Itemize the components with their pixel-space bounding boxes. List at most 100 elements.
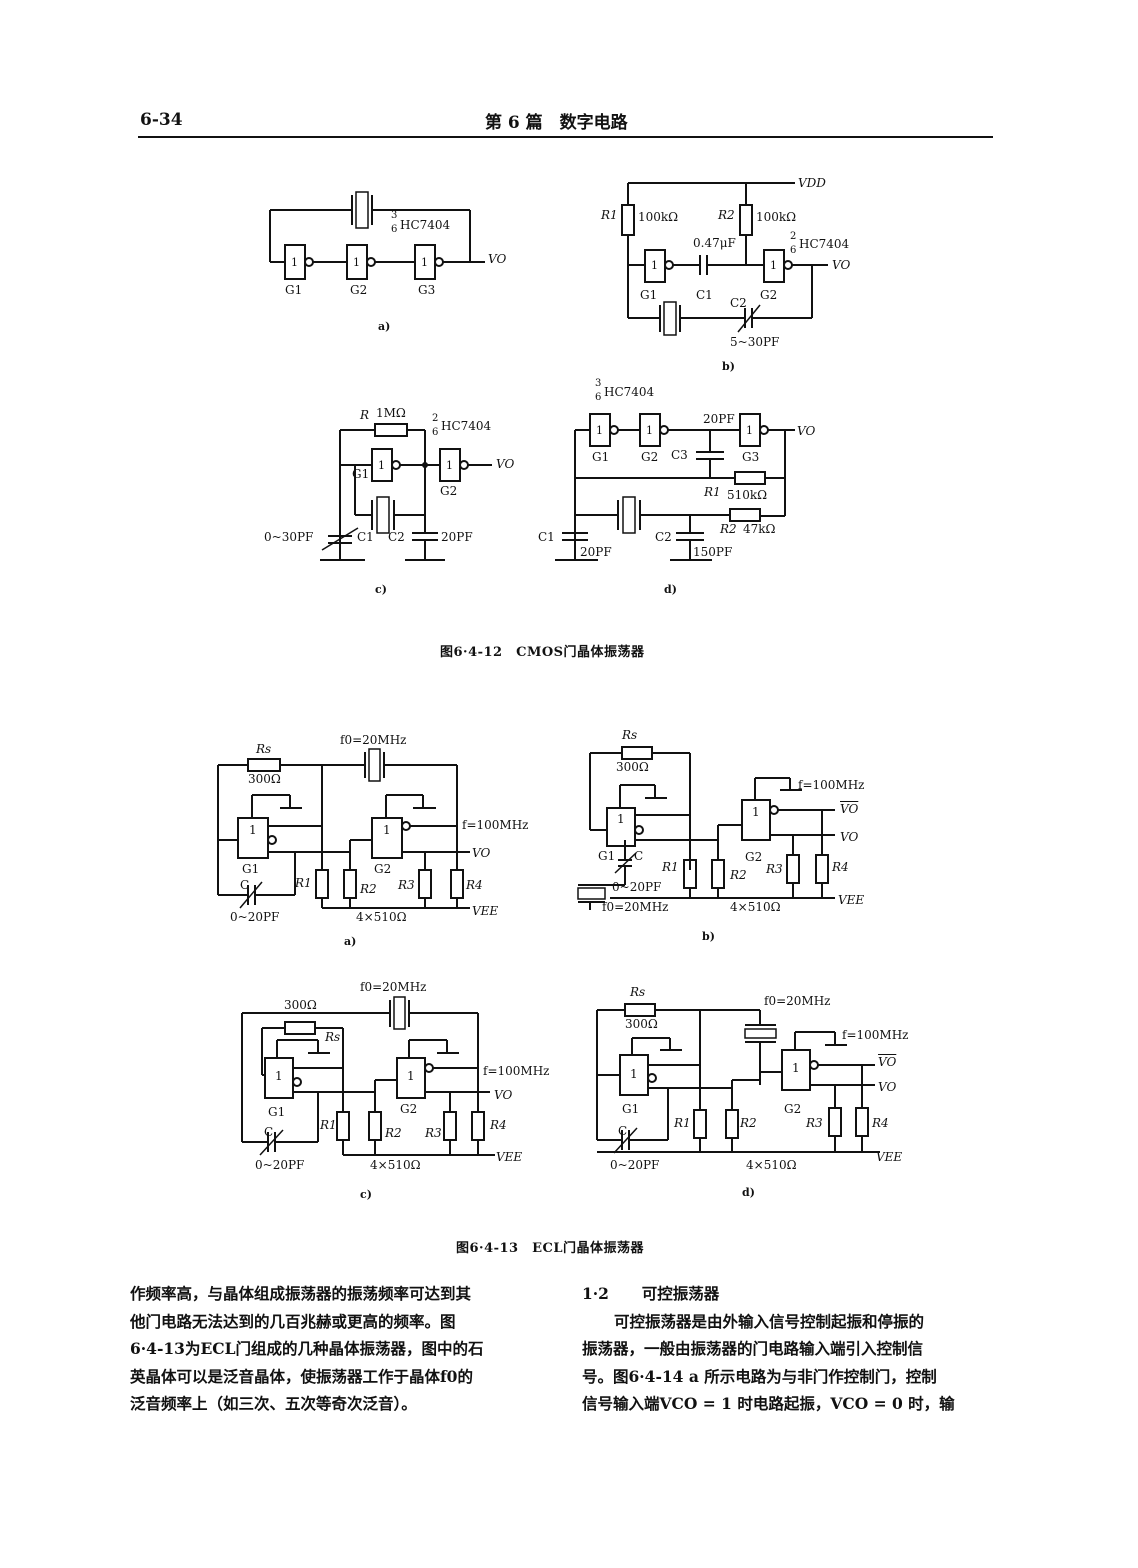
fig12d-r1-value: 510kΩ (727, 488, 768, 502)
fig13c-r4-label: R4 (490, 1118, 507, 1132)
text-left-line: 泛音频率上（如三次、五次等奇次泛音）。 (130, 1394, 417, 1413)
svg-text:1: 1 (421, 256, 428, 269)
text-left-line: 他门电路无法达到的几百兆赫或更高的频率。图 (130, 1311, 456, 1331)
fig13d-r1-label: R1 (674, 1116, 691, 1130)
fig13d-r3-label: R3 (806, 1116, 823, 1130)
fig13d-f: f=100MHz (842, 1028, 909, 1042)
svg-text:1: 1 (291, 256, 298, 269)
svg-text:1: 1 (596, 424, 603, 437)
fig12c-c1-value: 0~30PF (264, 530, 314, 544)
fig13a-g2-label: G2 (374, 862, 392, 876)
fig13d-rs-value: 300Ω (625, 1017, 658, 1031)
fig13b-c-label: C (634, 849, 644, 863)
fig13b-res-value: 4×510Ω (730, 900, 781, 914)
fig13a-circuit: 1 1 (217, 748, 470, 909)
fig13d-c-label: C (618, 1124, 628, 1138)
svg-text:1: 1 (249, 823, 257, 837)
fig13c-res-value: 4×510Ω (370, 1158, 421, 1172)
fig13c-c-label: C (264, 1125, 274, 1139)
fig12b-c1-value: 0.47μF (693, 236, 736, 250)
fig12d-r1-label: R1 (704, 485, 721, 499)
svg-text:1: 1 (617, 812, 625, 826)
fig13b-output-bar: VO (840, 802, 859, 816)
fig13b-r4-label: R4 (832, 860, 849, 874)
fig13c-f0: f0=20MHz (360, 980, 427, 994)
fig12d-c3-value: 20PF (703, 412, 735, 426)
fig13a-c-label: C (240, 878, 250, 892)
svg-text:1: 1 (770, 259, 777, 272)
svg-text:1: 1 (353, 256, 360, 269)
fig13d-circuit: 1 1 (596, 1003, 880, 1154)
fig13a-r1-label: R1 (295, 876, 312, 890)
fig13c-g1-label: G1 (268, 1105, 286, 1119)
fig13a-rs-label: Rs (256, 742, 272, 756)
fig13c-c-value: 0~20PF (255, 1158, 305, 1172)
text-right-line: 可控振荡器是由外输入信号控制起振和停振的 (614, 1311, 925, 1331)
fig13b-sublabel: b) (702, 930, 715, 943)
fig12d-chip: HC7404 (604, 385, 655, 399)
fig12d-g3-label: G3 (742, 450, 760, 464)
fig13b-vee: VEE (838, 893, 865, 907)
text-left-line: 英晶体可以是泛音晶体，使振荡器工作于晶体f0的 (130, 1366, 473, 1386)
fig12d-c1-value: 20PF (580, 545, 612, 559)
fig13c-r2-label: R2 (385, 1126, 402, 1140)
fig13a-res-value: 4×510Ω (356, 910, 407, 924)
fig12b-g2-label: G2 (760, 288, 778, 302)
fig12a-sublabel: a) (378, 320, 391, 333)
fig13c-circuit: 1 1 (241, 996, 495, 1156)
fig12a-fraction-num: 3 (391, 210, 398, 221)
fig12b-output: VO (832, 258, 851, 272)
fig12b-chip: HC7404 (799, 237, 850, 251)
text-left-line: 作频率高，与晶体组成振荡器的振荡频率可达到其 (130, 1284, 472, 1303)
fig13d-c-value: 0~20PF (610, 1158, 660, 1172)
svg-text:1: 1 (752, 805, 760, 819)
fig12d-c2-label: C2 (655, 530, 672, 544)
fig12d-g2-label: G2 (641, 450, 659, 464)
fig12d-c3-label: C3 (671, 448, 688, 462)
fig13b-r1-label: R1 (662, 860, 679, 874)
fig12c-r-label: R (360, 408, 370, 422)
fig12d-r2-value: 47kΩ (743, 522, 776, 536)
fig13c-g1 (264, 1057, 294, 1099)
fig12d-sublabel: d) (664, 583, 677, 596)
fig13b-c-value: 0~20PF (612, 880, 662, 894)
fig12c-fraction-num: 2 (432, 413, 439, 424)
fig13d-g1-label: G1 (622, 1102, 640, 1116)
fig13c-rs-value: 300Ω (284, 998, 317, 1012)
fig12b-fraction-den: 6 (790, 245, 797, 256)
fig13c-rs-label: Rs (325, 1030, 341, 1044)
fig12c-chip: HC7404 (441, 419, 492, 433)
text-left-line: 6·4-13为ECL门组成的几种晶体振荡器，图中的石 (130, 1339, 484, 1358)
fig12d-fraction-den: 6 (595, 392, 602, 403)
section-header: 第 6 篇 数字电路 (485, 113, 628, 133)
fig13b-r2-label: R2 (730, 868, 747, 882)
fig13c-sublabel: c) (360, 1188, 372, 1201)
fig12a-fraction-den: 6 (391, 224, 398, 235)
svg-text:1: 1 (792, 1061, 800, 1075)
fig13b-f0: f0=20MHz (602, 900, 669, 914)
fig12c-fraction-den: 6 (432, 427, 439, 438)
text-right-column: 1·2 可控振荡器 可控振荡器是由外输入信号控制起振和停振的 振荡器，一般由振荡… (582, 1280, 1012, 1418)
svg-text:1: 1 (746, 424, 753, 437)
fig13d-res-value: 4×510Ω (746, 1158, 797, 1172)
fig13d-g2-label: G2 (784, 1102, 802, 1116)
fig13b-r3-label: R3 (766, 862, 783, 876)
fig13c-r1-label: R1 (320, 1118, 337, 1132)
fig12d-circuit: 1 1 1 (555, 413, 795, 561)
fig12a-output: VO (488, 252, 507, 266)
fig13d-vee: VEE (876, 1150, 903, 1164)
fig12d-c2-value: 150PF (693, 545, 733, 559)
fig13a-r2-label: R2 (360, 882, 377, 896)
fig12b-r1-value: 100kΩ (638, 210, 679, 224)
fig12a-g2-label: G2 (350, 283, 368, 297)
svg-text:1: 1 (646, 424, 653, 437)
fig12a-chip: HC7404 (400, 218, 451, 232)
fig12c-r-value: 1MΩ (376, 406, 406, 420)
fig13b-rs-label: Rs (622, 728, 638, 742)
fig13a-f: f=100MHz (462, 818, 529, 832)
fig13a-f0: f0=20MHz (340, 733, 407, 747)
fig13a-sublabel: a) (344, 935, 357, 948)
fig12b-c2-label: C2 (730, 296, 747, 310)
